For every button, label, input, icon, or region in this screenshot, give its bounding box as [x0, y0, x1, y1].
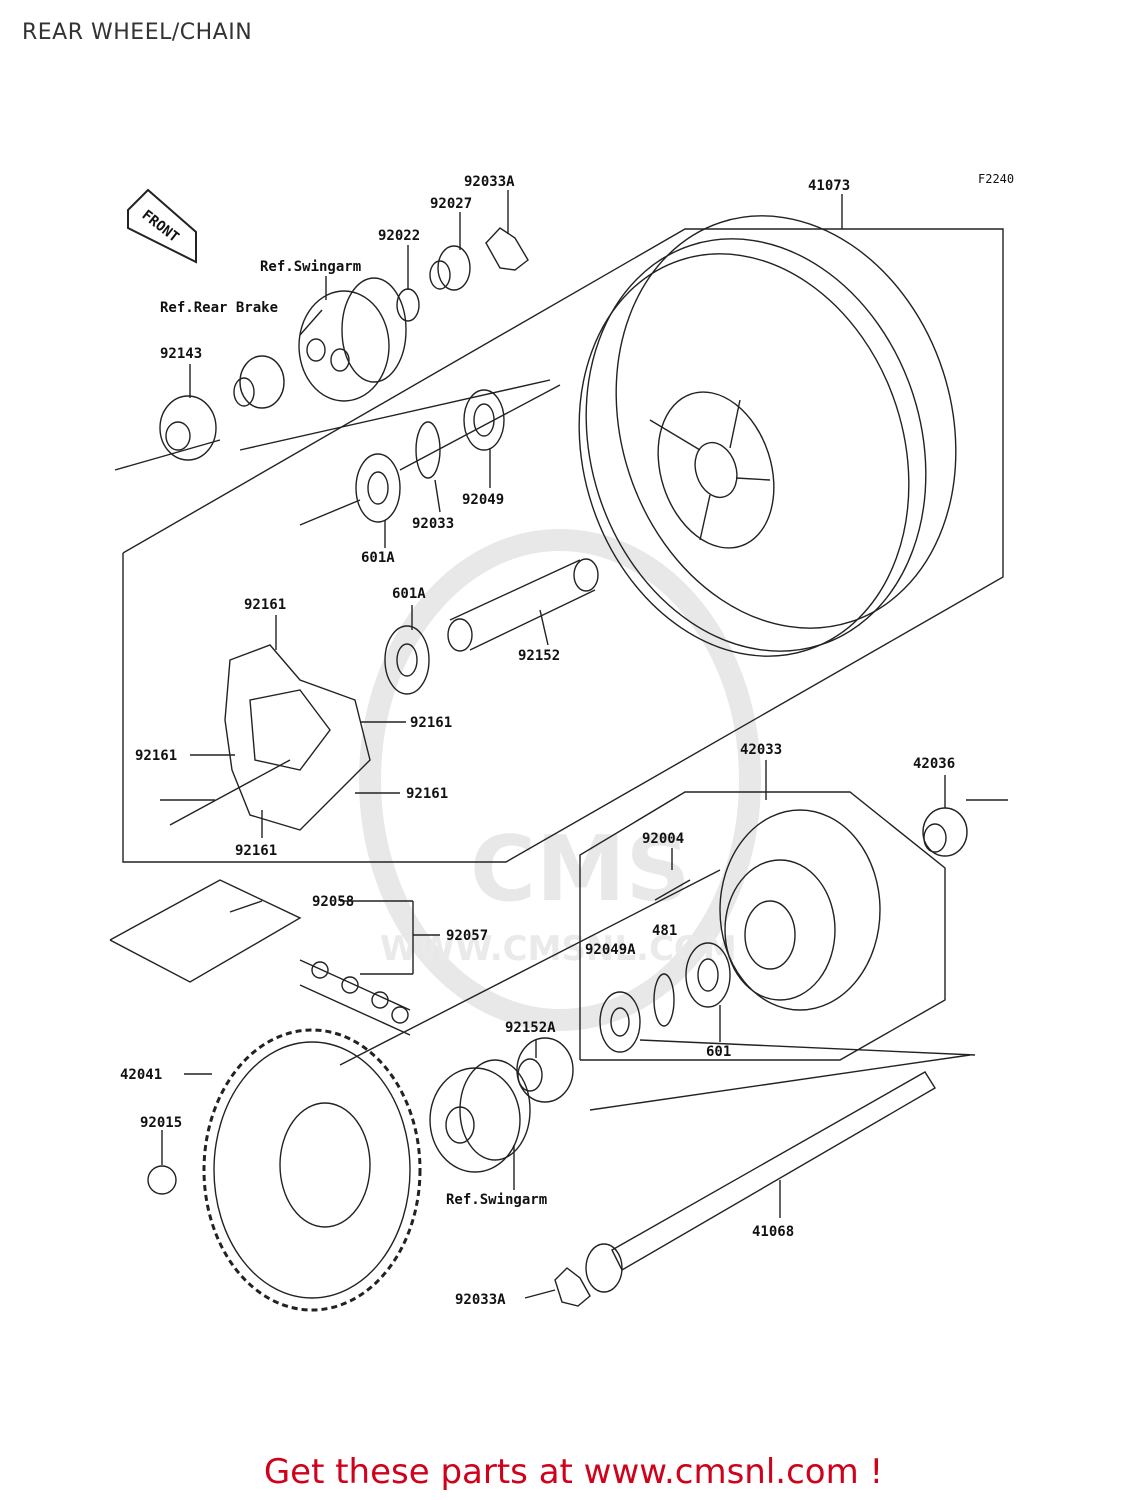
label-92022: 92022 — [378, 228, 420, 244]
rear-brake-carrier — [298, 277, 407, 402]
label-ref-rear-brake: Ref.Rear Brake — [160, 300, 278, 316]
label-92015: 92015 — [140, 1115, 182, 1131]
label-601A-mid: 601A — [392, 586, 426, 602]
hub-sprocket-carrier — [719, 809, 881, 1011]
label-92058: 92058 — [312, 894, 354, 910]
label-92161-right-2: 92161 — [406, 786, 448, 802]
label-601: 601 — [706, 1044, 731, 1060]
label-42036: 42036 — [913, 756, 955, 772]
rear-wheel-rim — [578, 215, 957, 657]
page-title: REAR WHEEL/CHAIN — [22, 20, 253, 45]
label-92161-left: 92161 — [135, 748, 177, 764]
label-ref-swingarm-top: Ref.Swingarm — [260, 259, 361, 275]
label-42041: 42041 — [120, 1067, 162, 1083]
part-labels: F2240 41073 92033A 92027 92022 Ref.Swing… — [120, 172, 1014, 1308]
figure-code: F2240 — [978, 172, 1014, 186]
label-92161-bottom: 92161 — [235, 843, 277, 859]
label-92049A: 92049A — [585, 942, 636, 958]
label-92152: 92152 — [518, 648, 560, 664]
front-arrow-icon — [127, 188, 197, 264]
label-92033A-top: 92033A — [464, 174, 515, 190]
watermark-logo: CMS WWW.CMSNL.COM — [359, 529, 761, 1031]
label-92027: 92027 — [430, 196, 472, 212]
hub-dampers — [224, 644, 371, 831]
label-92161-right-1: 92161 — [410, 715, 452, 731]
label-92143: 92143 — [160, 346, 202, 362]
drive-chain — [109, 879, 411, 1036]
label-42033: 42033 — [740, 742, 782, 758]
rear-sprocket — [202, 1028, 422, 1312]
label-601A-top: 601A — [361, 550, 395, 566]
label-481: 481 — [652, 923, 677, 939]
label-ref-swingarm-bottom: Ref.Swingarm — [446, 1192, 547, 1208]
label-41073: 41073 — [808, 178, 850, 194]
footer-parts-link[interactable]: Get these parts at www.cmsnl.com ! — [263, 1452, 884, 1492]
label-92004: 92004 — [642, 831, 684, 847]
label-92057: 92057 — [446, 928, 488, 944]
label-92033: 92033 — [412, 516, 454, 532]
label-92049: 92049 — [462, 492, 504, 508]
label-92161-top: 92161 — [244, 597, 286, 613]
label-41068: 41068 — [752, 1224, 794, 1240]
label-92033A-bottom: 92033A — [455, 1292, 506, 1308]
rear-axle — [585, 1071, 936, 1293]
label-92152A: 92152A — [505, 1020, 556, 1036]
